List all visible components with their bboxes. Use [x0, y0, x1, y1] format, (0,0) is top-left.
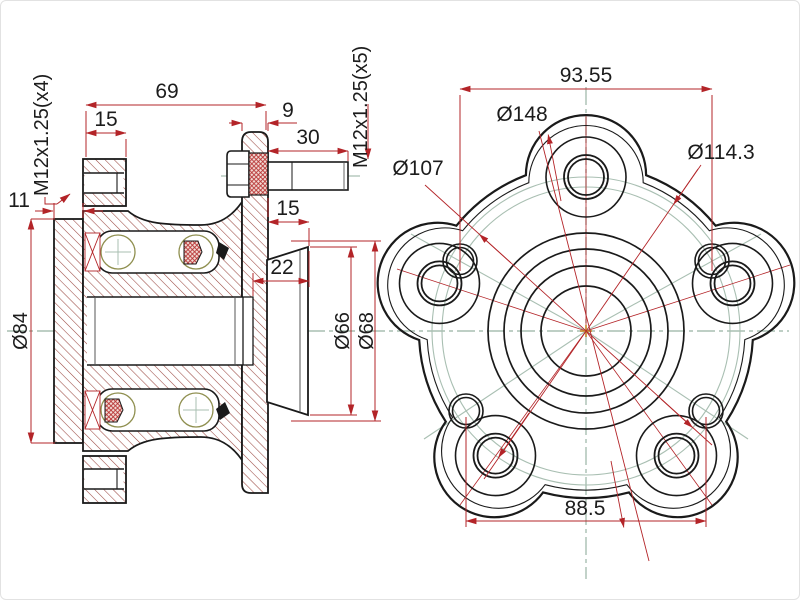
dia-stud-pcd-label: Ø114.3 [687, 141, 755, 164]
dim-spigot-length-label: 22 [270, 256, 294, 279]
boss-tapped-hole-top [84, 172, 124, 194]
mounting-plate [53, 218, 84, 444]
dim-boss-width-label: 15 [94, 108, 118, 131]
abs-seal-box-top [84, 232, 101, 272]
dim-lower-bolt-span-label: 88.5 [564, 497, 606, 520]
stud-head [226, 150, 250, 198]
flange-inner-edge [387, 125, 785, 509]
seal-lip [216, 242, 229, 260]
dia-body-label: Ø84 [10, 312, 32, 350]
bearing-row-top [84, 230, 229, 274]
stud-bosses [398, 136, 774, 497]
seal-crosshatch [183, 240, 203, 265]
diameter-leaders [424, 130, 713, 562]
bearing-row-bottom [84, 388, 230, 432]
dimension-lines-right [459, 85, 713, 527]
hub-spigot [266, 245, 309, 417]
left-section-view [7, 101, 393, 504]
dim-flange-thickness-label: 9 [282, 99, 294, 122]
inner-race-end [242, 296, 254, 366]
right-face-view [376, 85, 796, 579]
abs-seal-box-bottom [84, 390, 101, 430]
dim-flange-offset-label: 15 [276, 197, 300, 220]
stud-shank [267, 161, 349, 191]
stud-thread-label: M12x1.25(x5) [350, 45, 372, 168]
dim-upper-bolt-span-label: 93.55 [559, 64, 613, 87]
mount-thread-label: M12x1.25(x4) [31, 73, 53, 196]
dim-overall-width-label: 69 [155, 80, 179, 103]
stud-holes [416, 154, 756, 479]
hub-bore [87, 296, 243, 366]
wheel-flange [241, 131, 269, 494]
dia-pilot-inner-label: Ø66 [332, 312, 354, 350]
dia-mount-bolt-circle-label: Ø107 [392, 157, 444, 180]
wheel-stud-bolt [226, 150, 349, 198]
dim-plate-thickness-label: 11 [8, 189, 30, 212]
hub-center-circles [487, 232, 685, 430]
stud-spline [248, 152, 269, 196]
stud-radials [396, 116, 791, 506]
seal-crosshatch [104, 398, 124, 423]
seal-lip [216, 402, 230, 420]
dimension-lines-left [27, 101, 381, 444]
boss-tapped-hole-bottom [84, 468, 124, 490]
flange-outer-profile [376, 114, 796, 519]
dia-flange-label: Ø148 [496, 103, 548, 126]
dia-pilot-outer-label: Ø68 [356, 312, 378, 350]
dim-stud-thread-length-label: 30 [296, 126, 320, 149]
